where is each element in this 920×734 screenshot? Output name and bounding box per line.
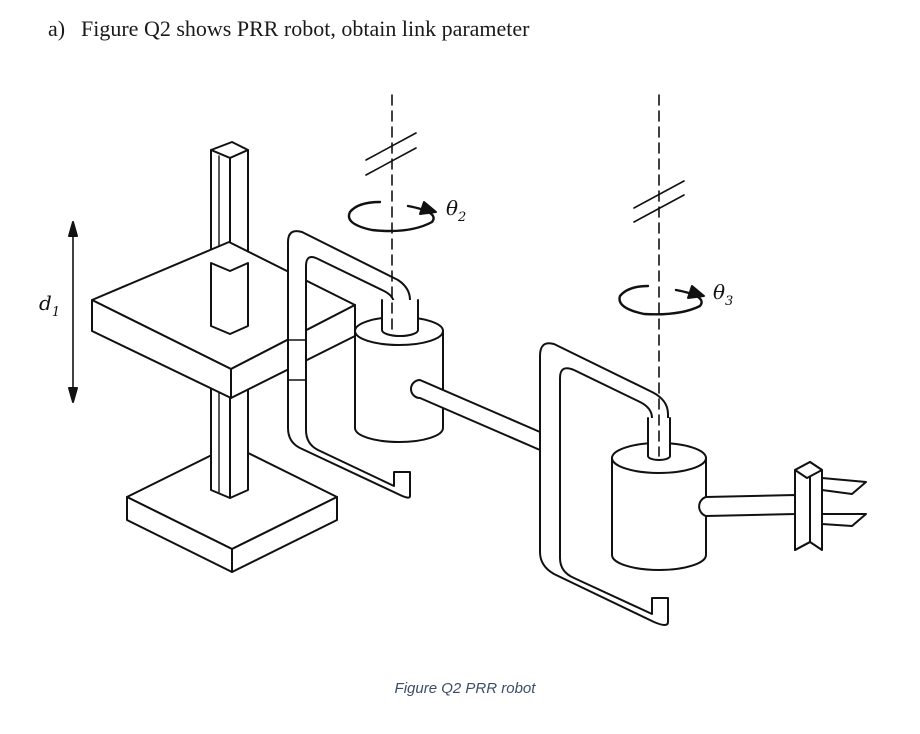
d1-dimension-arrow <box>68 221 78 403</box>
question-text: Figure Q2 shows PRR robot, obtain link p… <box>81 16 530 41</box>
joint3-cylinder <box>611 417 707 571</box>
figure-caption: Figure Q2 PRR robot <box>394 680 536 697</box>
link3-bracket <box>539 342 669 626</box>
link2-bracket <box>287 230 411 499</box>
joint2-axis <box>365 94 417 331</box>
wrist-shaft <box>698 494 796 517</box>
joint2-cylinder <box>354 299 444 443</box>
question-number: a) <box>48 16 66 41</box>
theta3-rotation-arrow <box>618 284 705 316</box>
theta2-label: θ2 <box>446 196 466 225</box>
theta3-label: θ3 <box>713 280 733 309</box>
link3-arm <box>410 379 541 451</box>
joint3-axis <box>633 94 685 457</box>
d1-label: d1 <box>39 291 60 320</box>
gripper <box>794 461 867 551</box>
sliding-plate <box>91 241 356 399</box>
question-heading: a) Figure Q2 shows PRR robot, obtain link… <box>48 16 530 42</box>
theta2-rotation-arrow <box>347 200 437 233</box>
